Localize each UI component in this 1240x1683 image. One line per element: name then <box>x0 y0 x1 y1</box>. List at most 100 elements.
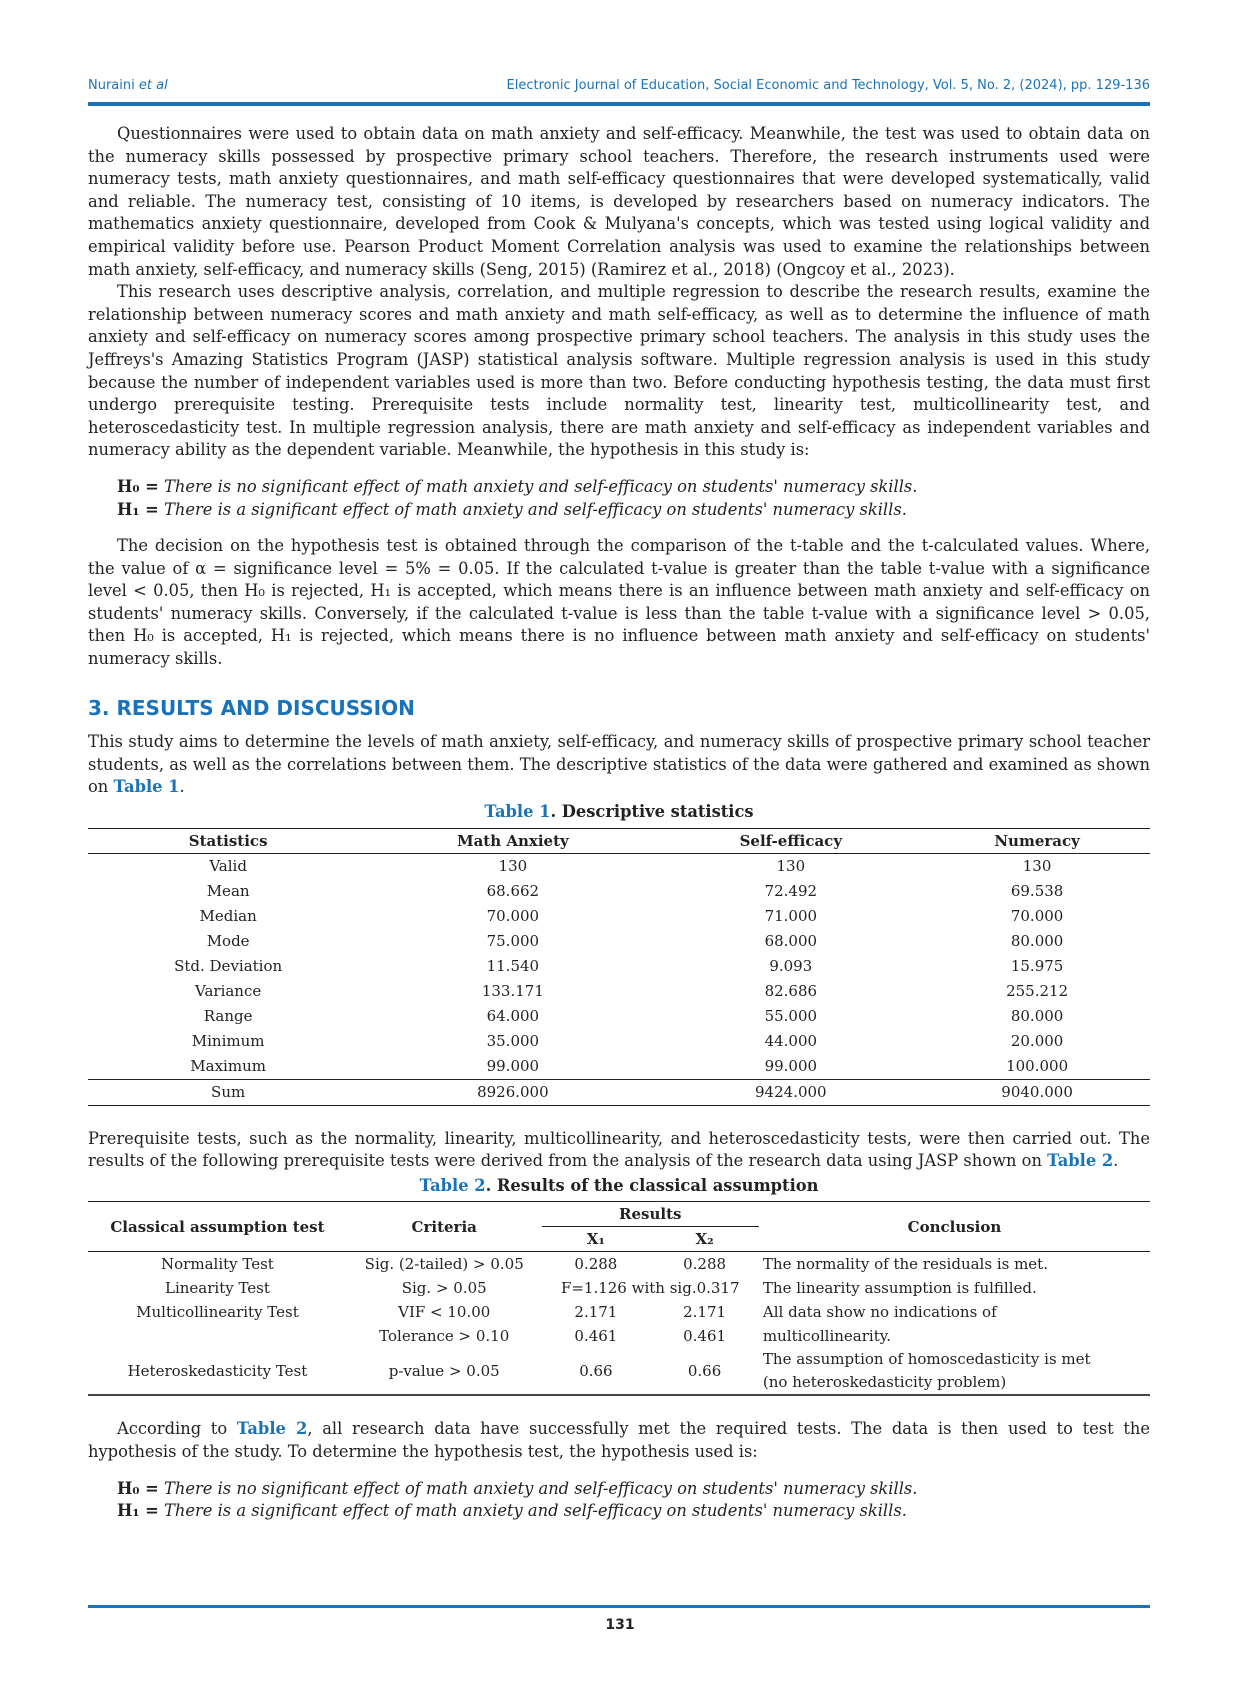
table-row: Median 70.000 71.000 70.000 <box>88 904 1150 929</box>
table-cell: 130 <box>1022 856 1052 875</box>
table-cell: 64.000 <box>486 1006 540 1025</box>
table-cell: 255.212 <box>1006 981 1069 1000</box>
col-header: X₁ <box>586 1230 605 1249</box>
table-cell: 0.461 <box>683 1327 727 1346</box>
table-cell: 9.093 <box>769 956 813 975</box>
table-cell: The normality of the residuals is met. <box>762 1255 1048 1274</box>
table-caption: Table 1. Descriptive statistics <box>484 802 754 822</box>
running-header: Nuraini et al Electronic Journal of Educ… <box>88 78 1150 93</box>
table-link[interactable]: Table 2 <box>1047 1151 1114 1171</box>
table-cell: 2.171 <box>574 1303 618 1322</box>
table-cell: 0.288 <box>574 1255 618 1274</box>
table-link[interactable]: Table 1 <box>113 777 180 797</box>
table-cell: 82.686 <box>764 981 818 1000</box>
table-cell: 70.000 <box>486 906 540 925</box>
table-row: Normality Test Sig. (2-tailed) > 0.05 0.28… <box>88 1252 1150 1277</box>
table-cell: 99.000 <box>764 1056 818 1075</box>
table-cell: 130 <box>776 856 806 875</box>
table-row: Heteroskedasticity Test p-value > 0.05 0.6… <box>88 1348 1150 1395</box>
table-cell: 100.000 <box>1006 1056 1069 1075</box>
paragraph: The decision on the hypothesis test is o… <box>88 536 1150 669</box>
paragraph: This study aims to determine the levels … <box>88 732 1150 797</box>
table-cell: 68.662 <box>486 881 540 900</box>
table-cell: 15.975 <box>1010 956 1064 975</box>
table-cell: p-value > 0.05 <box>388 1361 500 1380</box>
table-cell: 80.000 <box>1010 931 1064 950</box>
table-row: Std. Deviation 11.540 9.093 15.975 <box>88 954 1150 979</box>
table-cell: 44.000 <box>764 1031 818 1050</box>
col-header: Conclusion <box>907 1217 1002 1236</box>
table-cell: 0.66 <box>687 1361 722 1380</box>
table-cell: Minimum <box>191 1031 265 1050</box>
col-header: X₂ <box>695 1230 714 1249</box>
table-cell: 20.000 <box>1010 1031 1064 1050</box>
col-header: Criteria <box>411 1217 477 1236</box>
table-cell: 35.000 <box>486 1031 540 1050</box>
body: Questionnaires were used to obtain data … <box>88 123 1150 1537</box>
table-row: Variance 133.171 82.686 255.212 <box>88 979 1150 1004</box>
table-cell: 8926.000 <box>368 1078 658 1106</box>
table-cell: Valid <box>209 856 247 875</box>
table-link[interactable]: Table 2 <box>236 1419 308 1439</box>
paragraph: This research uses descriptive analysis,… <box>88 282 1150 460</box>
col-header: Statistics <box>88 827 369 854</box>
table-cell: All data show no indications of <box>762 1303 997 1322</box>
col-header: Math Anxiety <box>368 827 658 854</box>
table-row: Tolerance > 0.10 0.461 0.461 multicollinear… <box>88 1324 1150 1348</box>
table-cell: Mode <box>206 931 250 950</box>
table-cell: 80.000 <box>1010 1006 1064 1025</box>
table-cell: Sig. > 0.05 <box>401 1279 487 1298</box>
author-header: Nuraini et al <box>88 78 168 93</box>
table-cell: Sum <box>88 1078 369 1106</box>
table-cell: Range <box>203 1006 253 1025</box>
table-row: Range 64.000 55.000 80.000 <box>88 1004 1150 1029</box>
hypotheses: H₀ = There is no significant effect of m… <box>117 1478 918 1521</box>
paragraph: According to Table 2, all research data … <box>88 1419 1151 1461</box>
assumption-table: Classical assumption test Criteria Resul… <box>88 1201 1150 1396</box>
table-cell: 72.492 <box>764 881 818 900</box>
table-cell: 11.540 <box>486 956 540 975</box>
table-cell: Multicollinearity Test <box>136 1303 299 1322</box>
table-cell: 9424.000 <box>657 1078 925 1106</box>
table-caption: Table 2. Results of the classical assump… <box>419 1175 819 1195</box>
table-cell <box>88 1324 347 1348</box>
table-cell: 0.461 <box>574 1327 618 1346</box>
table-cell: 70.000 <box>1010 906 1064 925</box>
table-cell: Tolerance > 0.10 <box>379 1327 510 1346</box>
table-cell: Linearity Test <box>164 1279 270 1298</box>
journal-header: Electronic Journal of Education, Social … <box>506 78 1150 93</box>
table-cell: Heteroskedasticity Test <box>127 1361 308 1380</box>
table-cell: 9040.000 <box>924 1078 1150 1106</box>
table-cell: Normality Test <box>161 1255 274 1274</box>
table-cell: VIF < 10.00 <box>398 1303 491 1322</box>
col-header: Classical assumption test <box>110 1217 325 1236</box>
table-cell: Variance <box>195 981 262 1000</box>
paragraph: Prerequisite tests, such as the normalit… <box>88 1128 1150 1171</box>
table-cell: 133.171 <box>481 981 544 1000</box>
table-cell: 99.000 <box>486 1056 540 1075</box>
table-cell: Median <box>199 906 257 925</box>
col-header: Numeracy <box>924 827 1150 854</box>
table-cell: The assumption of homoscedasticity is me… <box>762 1350 1091 1392</box>
table-cell: Std. Deviation <box>174 956 283 975</box>
table-cell: Sig. (2-tailed) > 0.05 <box>364 1255 524 1274</box>
table-cell: 69.538 <box>1010 881 1064 900</box>
table-cell: 75.000 <box>486 931 540 950</box>
hypotheses: H₀ = There is no significant effect of m… <box>117 476 918 519</box>
table-cell: multicollinearity. <box>762 1327 891 1346</box>
table-row: Minimum 35.000 44.000 20.000 <box>88 1029 1150 1054</box>
footer-rule <box>88 1605 1150 1608</box>
table-row: Mean 68.662 72.492 69.538 <box>88 879 1150 904</box>
table-cell: 55.000 <box>764 1006 818 1025</box>
col-header: Results <box>541 1201 759 1228</box>
table-cell: 0.66 <box>579 1361 613 1380</box>
table-cell: 71.000 <box>764 906 818 925</box>
table-cell: Mean <box>206 881 250 900</box>
